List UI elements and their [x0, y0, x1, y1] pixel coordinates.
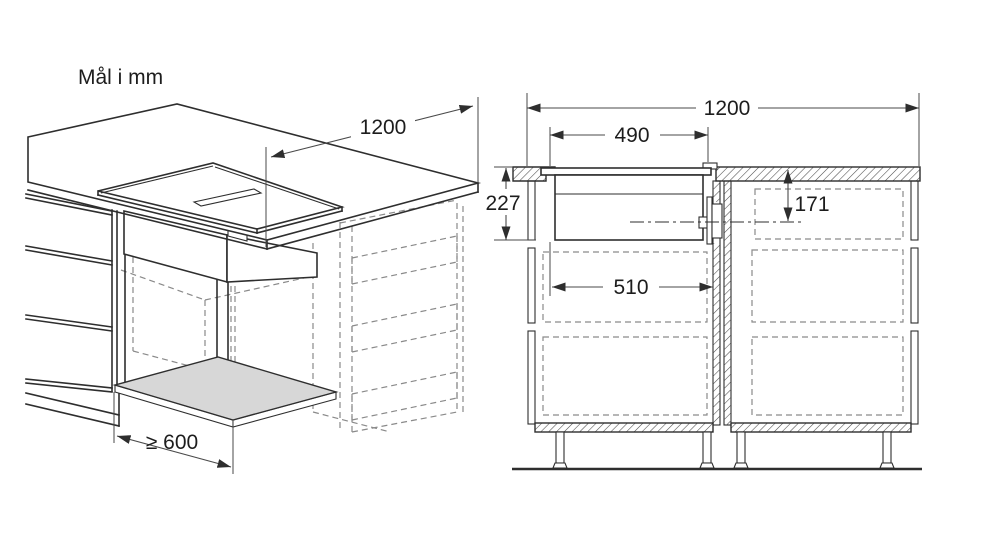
dim-sec-height: 227 [480, 166, 536, 241]
hob-section [540, 167, 712, 241]
duct-connector [698, 196, 723, 245]
drawer-cabinet [25, 193, 229, 427]
dim-label-sec-1200: 1200 [704, 97, 751, 120]
hidden-drawer-boxes [542, 188, 904, 416]
dim-iso-clearance: ≥ 600 [113, 392, 234, 474]
cabinet-leg [555, 431, 565, 464]
dim-label-iso-600: ≥ 600 [146, 431, 198, 454]
plinth [25, 392, 120, 416]
worktop [27, 103, 482, 250]
cabinet-leg [882, 431, 892, 464]
page-title: Mål i mm [78, 66, 163, 89]
recirculation-panel [112, 356, 339, 428]
dim-label-iso-1200: 1200 [360, 116, 407, 139]
dim-sec-duct-center: 171 [783, 170, 830, 221]
hob-glass [540, 167, 712, 176]
dim-sec-inner-width: 510 [549, 242, 713, 299]
cabinet-leg [736, 431, 746, 464]
cabinet-base [512, 422, 922, 471]
venting-hob [97, 162, 345, 234]
dim-sec-cutout: 490 [549, 121, 709, 166]
dim-label-sec-171: 171 [794, 193, 829, 216]
hob-plenum [554, 174, 704, 241]
dim-label-sec-510: 510 [613, 276, 648, 299]
dim-sec-total-width: 1200 [526, 93, 920, 166]
vent-slot [192, 188, 263, 207]
isometric-view: 1200 ≥ 600 [25, 97, 482, 474]
section-view: 1200 490 227 171 510 [480, 93, 922, 471]
dim-iso-width: 1200 [265, 97, 479, 247]
hidden-cabinet-lines [120, 199, 464, 433]
dim-label-sec-490: 490 [614, 124, 649, 147]
dim-label-sec-227: 227 [485, 192, 520, 215]
cabinet-leg [702, 431, 712, 464]
plinth [25, 403, 120, 427]
